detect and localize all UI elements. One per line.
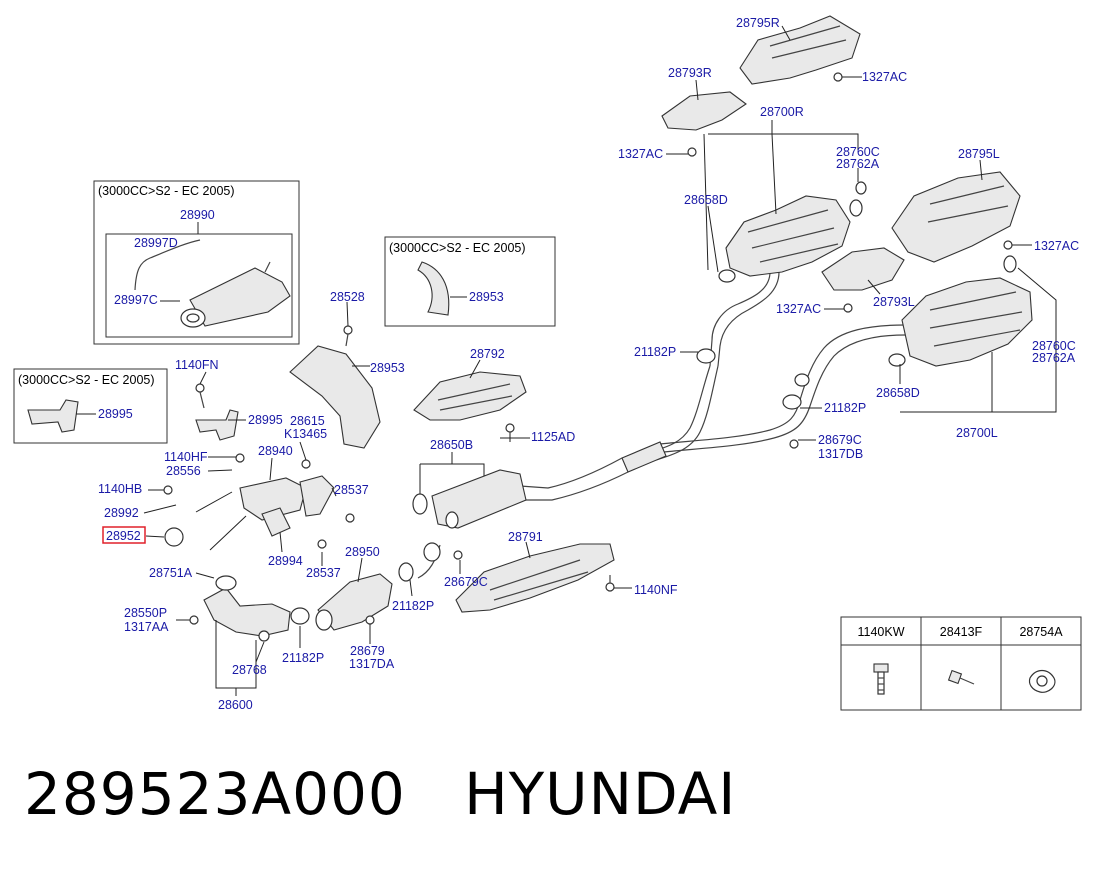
inset-box-a: (3000CC>S2 - EC 2005) 28990 28997D 28997… [93, 180, 300, 345]
label-1317da[interactable]: 1317DA [349, 657, 395, 671]
heat-shield-28793r-part [661, 91, 747, 131]
part-labels: 28795R 1327AC 28793R 28700R 1327AC 28760… [98, 16, 1079, 712]
inset-box-c-title: (3000CC>S2 - EC 2005) [18, 373, 155, 387]
label-28760c-b[interactable]: 28760C [1032, 339, 1076, 353]
highlighted-part-28952[interactable]: 28952 [102, 526, 146, 544]
heat-shield-28795r-part [739, 15, 861, 85]
label-28768[interactable]: 28768 [232, 663, 267, 677]
label-1317aa[interactable]: 1317AA [124, 620, 169, 634]
legend-header-1140kw: 1140KW [857, 625, 904, 639]
label-1140hf[interactable]: 1140HF [164, 450, 208, 464]
heat-shield-28953-part [289, 345, 381, 449]
label-28537-b[interactable]: 28537 [306, 566, 341, 580]
bracket-28995-inset-part [27, 399, 79, 433]
leader-lines [143, 25, 1057, 696]
label-1317db[interactable]: 1317DB [818, 447, 863, 461]
label-28997d[interactable]: 28997D [134, 236, 178, 250]
label-28952[interactable]: 28952 [106, 529, 141, 543]
inset-box-b: (3000CC>S2 - EC 2005) 28953 [384, 236, 556, 327]
label-21182p-a[interactable]: 21182P [634, 345, 676, 359]
label-1327ac-a[interactable]: 1327AC [862, 70, 907, 84]
label-28795l[interactable]: 28795L [958, 147, 1000, 161]
center-muffler-28650b-part [412, 469, 527, 529]
gasket-icon [1028, 669, 1056, 693]
highlight-box [102, 526, 146, 544]
label-28950[interactable]: 28950 [345, 545, 380, 559]
label-28997c[interactable]: 28997C [114, 293, 158, 307]
label-28679[interactable]: 28679 [350, 644, 385, 658]
label-28762a-a[interactable]: 28762A [836, 157, 880, 171]
gasket-parts [164, 181, 867, 591]
label-1140fn[interactable]: 1140FN [175, 358, 219, 372]
heat-shield-28793l-part [821, 247, 905, 291]
label-1140nf[interactable]: 1140NF [634, 583, 678, 597]
legend-header-28754a: 28754A [1019, 625, 1063, 639]
label-1140hb[interactable]: 1140HB [98, 482, 142, 496]
caption-part-number: 289523A000 [24, 760, 406, 828]
label-28751a[interactable]: 28751A [149, 566, 193, 580]
heat-shield-28792-part [413, 371, 527, 421]
label-28795r[interactable]: 28795R [736, 16, 780, 30]
flange-bolt-icon [873, 663, 889, 695]
label-28679c-a[interactable]: 28679C [818, 433, 862, 447]
inset-box-a-title: (3000CC>S2 - EC 2005) [98, 184, 235, 198]
label-21182p-b[interactable]: 21182P [824, 401, 866, 415]
label-k13465[interactable]: K13465 [284, 427, 327, 441]
bracket-28994-part [261, 507, 291, 537]
part-caption: 289523A000 HYUNDAI [24, 760, 736, 828]
label-28953-inset[interactable]: 28953 [469, 290, 504, 304]
rear-muffler-right-part [718, 195, 863, 283]
catalytic-converter-28940-part [239, 475, 335, 521]
label-28615[interactable]: 28615 [290, 414, 325, 428]
label-28556[interactable]: 28556 [166, 464, 201, 478]
label-28793r[interactable]: 28793R [668, 66, 712, 80]
heat-shield-28795l-part [891, 171, 1021, 263]
label-28995-inset[interactable]: 28995 [98, 407, 133, 421]
label-21182p-c[interactable]: 21182P [392, 599, 434, 613]
label-28528[interactable]: 28528 [330, 290, 365, 304]
caption-brand: HYUNDAI [464, 760, 737, 828]
label-28953[interactable]: 28953 [370, 361, 405, 375]
label-28995[interactable]: 28995 [248, 413, 283, 427]
label-28792[interactable]: 28792 [470, 347, 505, 361]
label-28791[interactable]: 28791 [508, 530, 543, 544]
label-1327ac-b[interactable]: 1327AC [618, 147, 663, 161]
label-28994[interactable]: 28994 [268, 554, 303, 568]
label-28700l[interactable]: 28700L [956, 426, 998, 440]
heat-shield-28953-inset-part [417, 261, 450, 316]
inset-box-b-title: (3000CC>S2 - EC 2005) [389, 241, 526, 255]
legend-header-28413f: 28413F [940, 625, 983, 639]
label-28940[interactable]: 28940 [258, 444, 293, 458]
dpf-filter-part [180, 261, 291, 328]
label-28700r[interactable]: 28700R [760, 105, 804, 119]
label-28550p[interactable]: 28550P [124, 606, 167, 620]
catalytic-converter-28950-part [315, 562, 414, 631]
label-1125ad[interactable]: 1125AD [531, 430, 575, 444]
inset-box-c: (3000CC>S2 - EC 2005) 28995 [13, 368, 168, 444]
bolt-and-nut-parts [163, 72, 1013, 642]
label-28992[interactable]: 28992 [104, 506, 139, 520]
bracket-28995-part [195, 409, 239, 441]
label-1327ac-d[interactable]: 1327AC [776, 302, 821, 316]
label-28762a-b[interactable]: 28762A [1032, 351, 1076, 365]
label-28650b[interactable]: 28650B [430, 438, 473, 452]
label-1327ac-c[interactable]: 1327AC [1034, 239, 1079, 253]
label-28990[interactable]: 28990 [180, 208, 215, 222]
bolt-icon [947, 669, 975, 685]
label-28600[interactable]: 28600 [218, 698, 253, 712]
exhaust-pipe-network [417, 271, 906, 579]
label-28537-a[interactable]: 28537 [334, 483, 369, 497]
front-pipe-28600-part [203, 587, 310, 637]
legend-table: 1140KW 28413F 28754A [840, 616, 1082, 711]
label-28658d-a[interactable]: 28658D [684, 193, 728, 207]
rear-muffler-left-part [888, 255, 1033, 367]
label-28793l[interactable]: 28793L [873, 295, 915, 309]
label-28679c-b[interactable]: 28679C [444, 575, 488, 589]
heat-shield-28791-part [455, 543, 615, 613]
label-28760c-a[interactable]: 28760C [836, 145, 880, 159]
label-21182p-d[interactable]: 21182P [282, 651, 324, 665]
label-28658d-b[interactable]: 28658D [876, 386, 920, 400]
